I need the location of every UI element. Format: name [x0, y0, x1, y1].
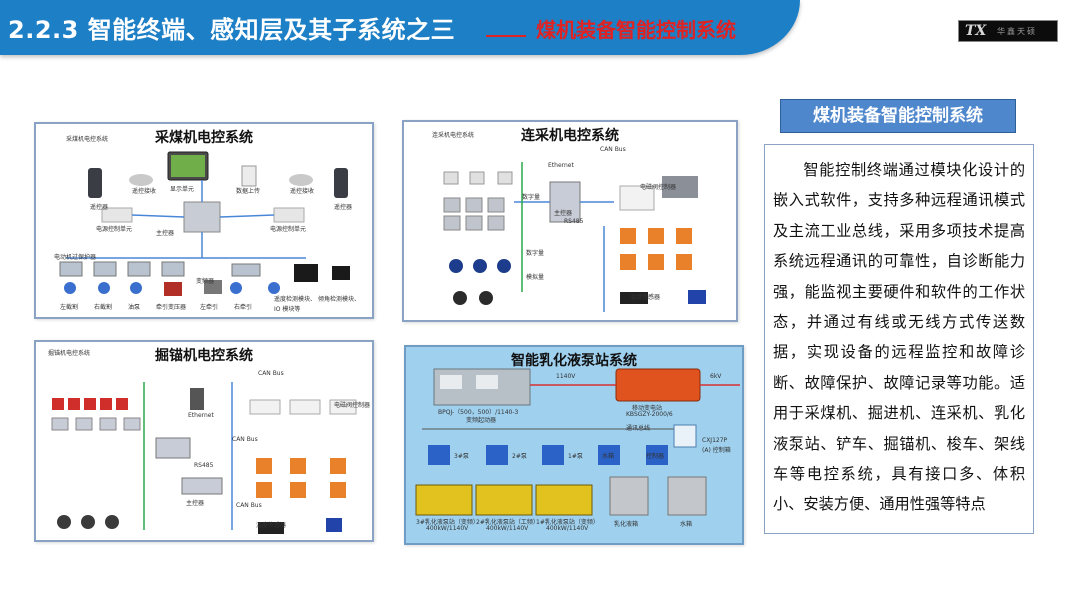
continuous-label: RS485	[564, 218, 583, 225]
roofbolter-label: CAN Bus	[258, 370, 284, 377]
shearer-label: 油泵	[128, 302, 140, 311]
pumpstation-label: 控制器	[646, 451, 664, 460]
continuous-diagram	[404, 142, 736, 322]
pumpstation-label: 400kW/1140V	[546, 525, 588, 532]
pumpstation-label: 1140V	[556, 373, 575, 380]
pumpstation-label: 2#泵	[512, 451, 527, 460]
shearer-label: 牵引变压器	[156, 302, 186, 311]
pumpstation-label: CXJ127P	[702, 437, 727, 444]
logo-mark: TX	[965, 23, 986, 39]
roofbolter-label: CAN Bus	[236, 502, 262, 509]
pumpstation-label: 400kW/1140V	[486, 525, 528, 532]
shearer-label: 数据上传	[236, 186, 260, 195]
panel-shearer-caption: 采煤机电控系统	[66, 134, 108, 143]
pumpstation-label: 1#泵	[568, 451, 583, 460]
continuous-label: 数字量	[526, 248, 544, 257]
continuous-label: 电磁阀控制器	[640, 182, 676, 191]
shearer-label: 遥控器	[334, 202, 352, 211]
shearer-label: IO 模块等	[274, 304, 300, 313]
shearer-label: 遥控接收	[290, 186, 314, 195]
shearer-label: 电动机过保护器	[54, 252, 96, 261]
shearer-label: 右牵引	[234, 302, 252, 311]
continuous-label: 主控器	[554, 208, 572, 217]
pumpstation-label: 水箱	[680, 519, 692, 528]
shearer-label: 电源控制单元	[96, 224, 132, 233]
roofbolter-label: 电磁阀控制器	[334, 400, 370, 409]
continuous-label: 数字量	[522, 192, 540, 201]
pumpstation-label: 乳化液箱	[614, 519, 638, 528]
shearer-label: 倾角检测模块、	[318, 294, 360, 303]
pumpstation-label: 3#泵	[454, 451, 469, 460]
pumpstation-label: 变频起动器	[466, 415, 496, 424]
page-subtitle: 煤机装备智能控制系统	[536, 14, 736, 43]
panel-continuous-miner: 连采机电控系统 连采机电控系统 数字量 CAN Bus Ethernet RS4…	[402, 120, 738, 322]
roofbolter-label: Ethernet	[188, 412, 214, 419]
page-title: 2.2.3 智能终端、感知层及其子系统之三	[8, 10, 455, 45]
panel-roofbolter-caption: 掘锚机电控系统	[48, 348, 90, 357]
shearer-label: 显示单元	[170, 184, 194, 193]
roofbolter-label: 主控器	[186, 498, 204, 507]
side-description-box: 智能控制终端通过模块化设计的嵌入式软件，支持多种远程通讯模式及主流工业总线，采用…	[764, 144, 1034, 534]
shearer-label: 左截割	[60, 302, 78, 311]
pumpstation-label: 400kW/1140V	[426, 525, 468, 532]
shearer-label: 电源控制单元	[270, 224, 306, 233]
panel-continuous-caption: 连采机电控系统	[432, 130, 474, 139]
shearer-label: 遥度检测模块、	[274, 294, 316, 303]
panel-roof-bolter: 掘锚机电控系统 掘锚机电控系统 CAN Bus Ethernet RS485 C…	[34, 340, 374, 542]
header-bar: 2.2.3 智能终端、感知层及其子系统之三 煤机装备智能控制系统	[0, 0, 800, 55]
logo-text: 华鑫天硕	[997, 26, 1037, 37]
roofbolter-label: 温度传感器	[256, 520, 286, 529]
shearer-label: 遥控器	[90, 202, 108, 211]
shearer-label: 右截割	[94, 302, 112, 311]
side-title: 煤机装备智能控制系统	[780, 99, 1016, 133]
shearer-label: 主控器	[156, 228, 174, 237]
pumpstation-label: 水箱	[602, 451, 614, 460]
roofbolter-label: RS485	[194, 462, 213, 469]
panel-pump-station: 智能乳化液泵站系统 BPQJ-（500，500）/1140-3 变频起动器 11…	[404, 345, 744, 545]
pumpstation-label: (A) 控制箱	[702, 445, 731, 454]
pumpstation-label: 6kV	[710, 373, 721, 380]
pumpstation-label: 通讯总线	[626, 423, 650, 432]
continuous-label: CAN Bus	[600, 146, 626, 153]
company-logo: TX 华鑫天硕	[958, 20, 1058, 42]
title-separator	[486, 35, 526, 37]
shearer-label: 左牵引	[200, 302, 218, 311]
shearer-label: 变频器	[196, 276, 214, 285]
pumpstation-label: KBSGZY-2000/6	[626, 411, 673, 418]
roofbolter-label: CAN Bus	[232, 436, 258, 443]
panel-shearer: 采煤机电控系统 采煤机电控系统 遥控器 遥控接收 显示单元 数据上传 遥控接收 …	[34, 122, 374, 319]
continuous-label: 模拟量	[526, 272, 544, 281]
roofbolter-diagram	[36, 362, 372, 542]
continuous-label: Ethernet	[548, 162, 574, 169]
continuous-label: 温度传感器	[630, 292, 660, 301]
side-description-text: 智能控制终端通过模块化设计的嵌入式软件，支持多种远程通讯模式及主流工业总线，采用…	[773, 155, 1025, 520]
shearer-diagram	[36, 148, 372, 318]
shearer-label: 遥控接收	[132, 186, 156, 195]
